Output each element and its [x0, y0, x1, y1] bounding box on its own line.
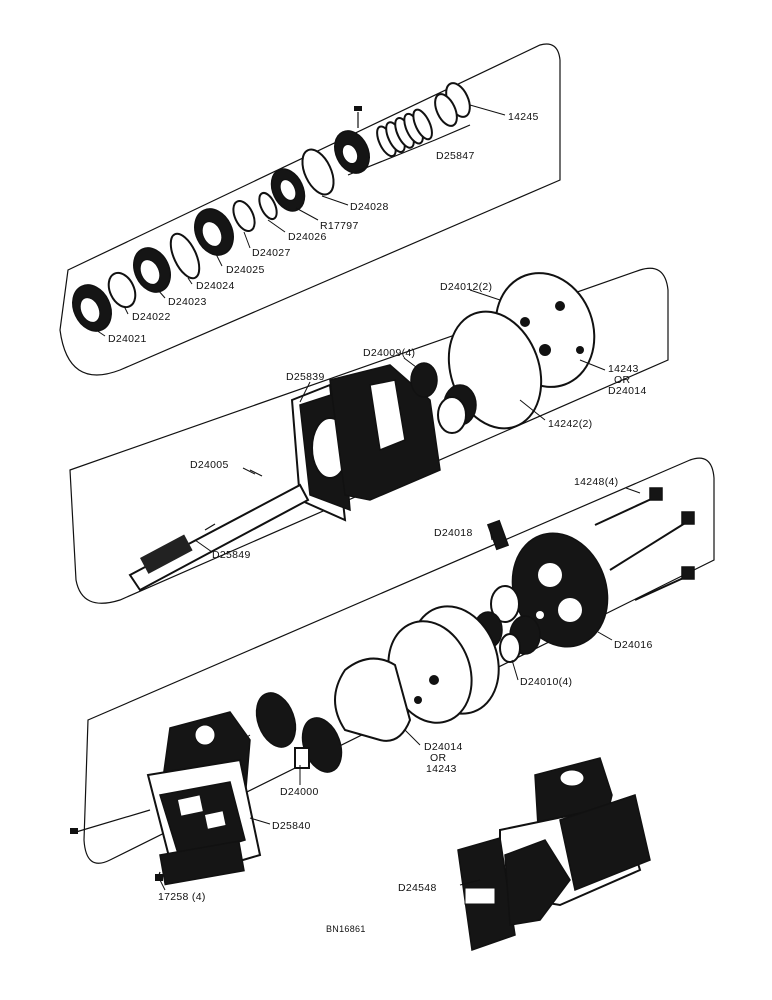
leader-lines	[95, 104, 641, 891]
label-D24022: D24022	[132, 311, 171, 323]
drawing-number: BN16861	[326, 924, 366, 934]
label-D24026: D24026	[288, 231, 327, 243]
label-D24010: D24010(4)	[520, 676, 572, 688]
assembled-pump	[457, 757, 651, 952]
end-cover-and-bolts	[334, 487, 695, 742]
label-D24016: D24016	[614, 639, 653, 651]
label-D24023: D24023	[168, 296, 207, 308]
label-14243-a-line1: 14243	[608, 363, 639, 375]
seal-stack-parts	[72, 82, 471, 332]
gears	[169, 692, 343, 791]
label-D25840: D25840	[272, 820, 311, 832]
label-D25847: D25847	[436, 150, 475, 162]
label-D24014-line1: D24014	[424, 741, 463, 753]
label-D24012: D24012(2)	[440, 281, 492, 293]
mounting-housing	[290, 364, 441, 522]
label-14245: 14245	[508, 111, 539, 123]
label-R17797: R17797	[320, 220, 359, 232]
bearing-plate	[410, 272, 596, 434]
label-14242: 14242(2)	[548, 418, 592, 430]
label-D25839: D25839	[286, 371, 325, 383]
label-14248: 14248(4)	[574, 476, 618, 488]
label-D24021: D24021	[108, 333, 147, 345]
drive-shaft	[128, 469, 310, 592]
label-D25849: D25849	[212, 549, 251, 561]
label-14243-a-line2: OR	[614, 374, 630, 386]
label-D24548: D24548	[398, 882, 437, 894]
label-D24000: D24000	[280, 786, 319, 798]
part-labels: 14245 D25847 D24028 R17797 D24026 D24027…	[108, 111, 653, 934]
label-D24028: D24028	[350, 201, 389, 213]
label-D24014-line3: 14243	[426, 763, 457, 775]
pump-body	[70, 711, 262, 886]
label-D24024: D24024	[196, 280, 235, 292]
lower-group-outline	[83, 457, 715, 864]
label-14243-a-line3: D24014	[608, 385, 647, 397]
label-D24005: D24005	[190, 459, 229, 471]
label-D24009: D24009(4)	[363, 347, 415, 359]
label-D24018: D24018	[434, 527, 473, 539]
label-D24027: D24027	[252, 247, 291, 259]
label-17258: 17258 (4)	[158, 891, 206, 903]
label-D24014-line2: OR	[430, 752, 446, 764]
upper-group-outline	[59, 43, 561, 376]
label-D24025: D24025	[226, 264, 265, 276]
